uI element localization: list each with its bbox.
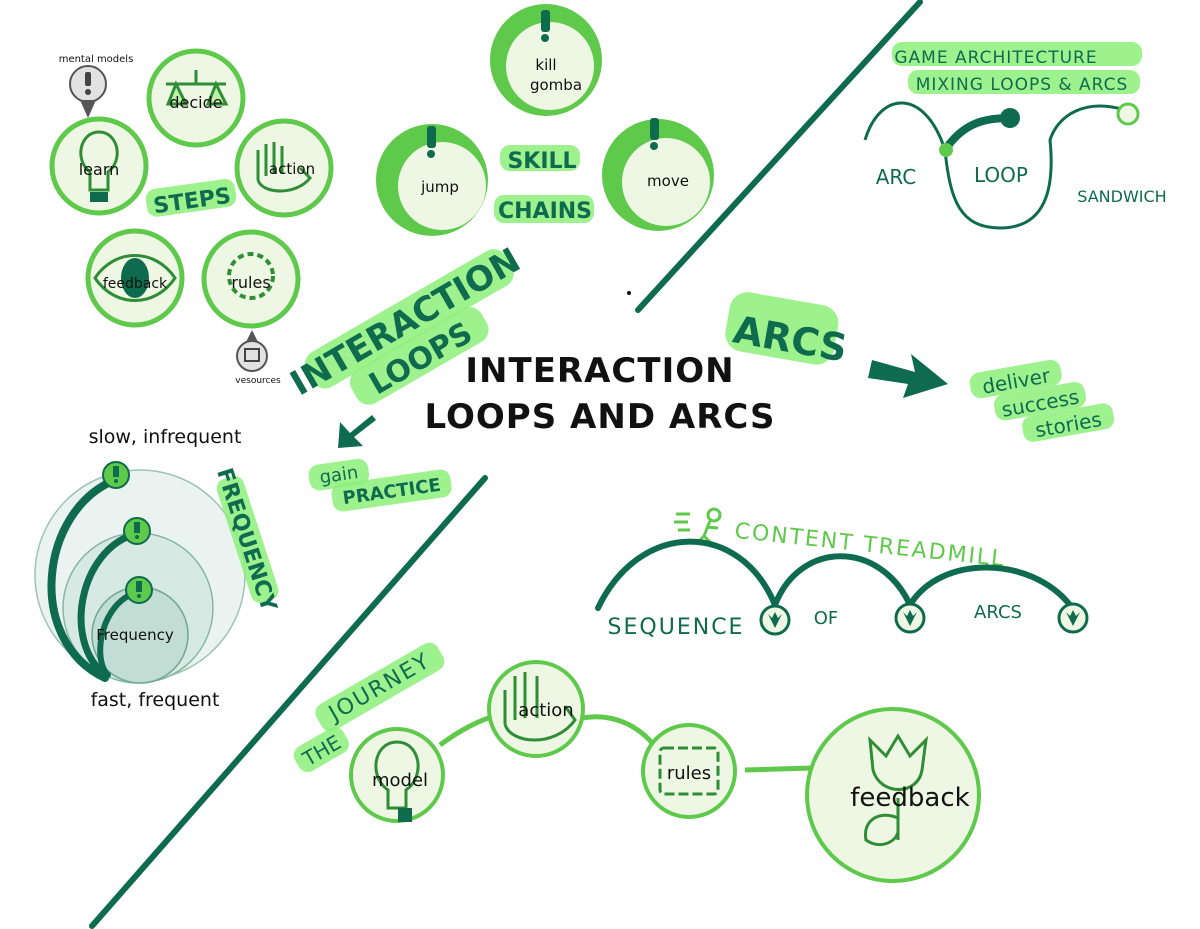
resources-label: vesources — [235, 376, 281, 386]
tulip-icon — [863, 733, 929, 846]
resources-pin-icon — [236, 330, 268, 372]
sandwich-label: SANDWICH — [1077, 187, 1166, 206]
gain-practice-label: gain PRACTICE — [308, 458, 452, 512]
feedback-label: feedback — [103, 276, 168, 292]
arc-loop-sandwich-curve — [863, 101, 1126, 230]
sequence-label: SEQUENCE — [608, 615, 745, 640]
running-figure-icon — [674, 507, 722, 546]
journey-model-circle: model — [349, 727, 445, 823]
arrow-to-practice-icon — [338, 415, 376, 448]
kill-label: kill — [535, 56, 556, 74]
journey-connector-1 — [438, 713, 496, 748]
move-label: move — [647, 172, 689, 190]
jump-circle: jump — [376, 124, 488, 236]
mental-models-pin-icon — [69, 65, 107, 118]
divider-line-bottom — [89, 475, 488, 929]
action-label: action — [269, 160, 315, 178]
journey-action-circle: action — [487, 660, 585, 758]
loop-label: LOOP — [974, 163, 1028, 187]
journey-connector-2 — [581, 714, 656, 747]
alert-icon-outer — [102, 461, 130, 489]
learn-circle: learn — [49, 116, 149, 216]
action-circle: action — [234, 118, 334, 218]
game-architecture-cluster: GAME ARCHITECTURE MIXING LOOPS & ARCS AR… — [863, 42, 1167, 230]
treadmill-flower-icon-2 — [894, 602, 926, 634]
move-circle: move — [602, 118, 714, 231]
frequency-cluster: slow, infrequent Frequency fast, frequen… — [34, 426, 281, 711]
model-label: model — [372, 770, 428, 791]
skill-chains-cluster: kill gomba jump move SKILL CHAINS — [376, 4, 714, 236]
central-title: INTERACTION LOOPS AND ARCS — [425, 351, 776, 437]
arcs-cluster: ARCS deliver success stories — [725, 292, 1115, 442]
lightbulb-icon-journey — [374, 740, 420, 810]
fast-frequent-label: fast, frequent — [91, 689, 220, 711]
learn-label: learn — [79, 160, 120, 179]
rules-circle: rules — [201, 229, 301, 329]
hand-icon — [256, 142, 312, 193]
skill-label: SKILL — [507, 149, 576, 174]
treadmill-flower-icon-1 — [759, 604, 791, 636]
content-treadmill-cluster: CONTENT TREADMILL SEQUENCE OF ARCS — [595, 507, 1089, 640]
decide-circle: decide — [146, 48, 246, 148]
rules-label: rules — [231, 273, 270, 292]
journey-label: JOURNEY — [323, 648, 435, 727]
journey-connector-3 — [744, 765, 813, 773]
arc-label: ARC — [876, 165, 917, 189]
chains-label: CHAINS — [498, 199, 592, 224]
journey-rules-label: rules — [667, 763, 711, 784]
hand-icon-journey — [503, 672, 577, 742]
eye-icon — [93, 254, 177, 302]
of-label: OF — [814, 608, 839, 629]
feedback-circle: feedback — [85, 228, 185, 328]
flower-end-icon — [1116, 102, 1140, 126]
alert-icon-middle — [123, 517, 151, 545]
treadmill-arcs — [595, 538, 1073, 614]
kill-gomba-circle: kill gomba — [490, 4, 602, 116]
arcs-treadmill-label: ARCS — [974, 602, 1022, 623]
jump-label: jump — [420, 178, 459, 196]
steps-cluster: mental models decide learn action — [49, 48, 334, 386]
decide-label: decide — [169, 93, 222, 112]
game-architecture-line1: GAME ARCHITECTURE — [894, 48, 1097, 68]
journey-feedback-label: feedback — [850, 783, 969, 813]
journey-rules-circle: rules — [641, 723, 737, 819]
journey-feedback-circle: feedback — [805, 707, 981, 883]
stray-dot — [627, 291, 631, 295]
puzzle-icon — [658, 746, 720, 796]
alert-icon-inner — [125, 576, 153, 604]
title-line2: LOOPS AND ARCS — [425, 397, 776, 437]
slow-infrequent-label: slow, infrequent — [89, 426, 242, 448]
flower-start-icon — [939, 143, 953, 157]
gomba-label: gomba — [530, 76, 582, 94]
divider-line-top — [635, 0, 923, 313]
game-architecture-line2: MIXING LOOPS & ARCS — [916, 75, 1129, 95]
title-line1: INTERACTION — [465, 351, 734, 391]
journey-action-label: action — [518, 700, 573, 721]
mental-models-label: mental models — [59, 54, 134, 65]
treadmill-flower-icon-3 — [1057, 602, 1089, 634]
lightbulb-icon — [79, 130, 119, 192]
arrow-to-deliver-icon — [868, 354, 948, 398]
gear-icon — [227, 252, 275, 300]
journey-cluster: THE JOURNEY model action rules feedback — [293, 642, 981, 883]
balance-scale-icon — [165, 70, 229, 106]
inner-frequency-label: Frequency — [96, 626, 174, 644]
